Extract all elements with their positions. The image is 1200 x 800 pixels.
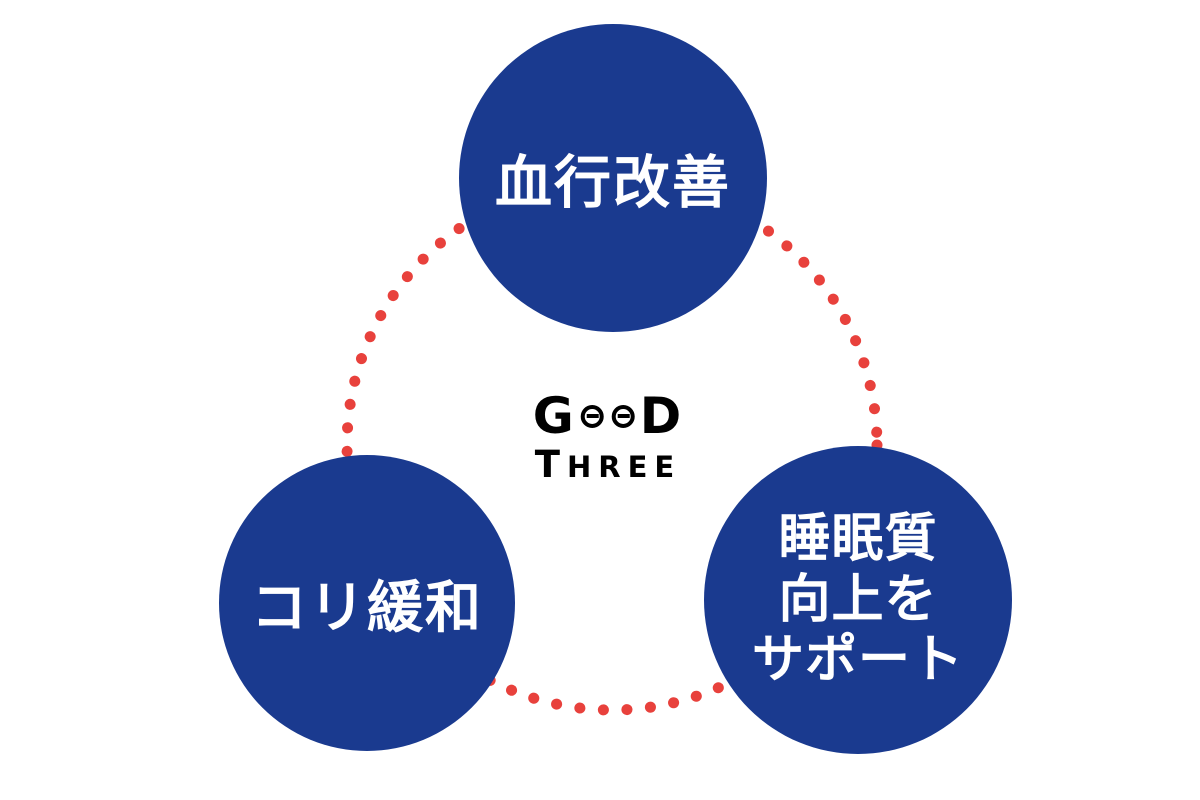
circle-label-sleep-quality: 睡眠質 向上を サポート <box>752 509 964 691</box>
logo-letter-g: G <box>532 387 576 445</box>
logo-letter-t: T <box>534 443 567 486</box>
circle-sleep-quality: 睡眠質 向上を サポート <box>704 446 1012 754</box>
circle-label-stiffness-relief: コリ緩和 <box>251 575 483 641</box>
logo-word-three: THREE <box>535 446 681 483</box>
circle-label-line: 向上を <box>778 569 938 630</box>
stylized-o-icon <box>611 404 635 428</box>
circle-stiffness-relief: コリ緩和 <box>219 455 515 751</box>
circle-blood-circulation: 血行改善 <box>459 24 767 332</box>
circle-label-line: 睡眠質 <box>778 508 938 569</box>
stylized-o-icon <box>580 404 604 428</box>
logo-word-good: G D <box>533 391 684 441</box>
logo-letter-d: D <box>639 387 684 445</box>
circle-label-blood-circulation: 血行改善 <box>495 150 731 216</box>
circle-label-line: サポート <box>751 630 964 691</box>
logo-letters-hree: HREE <box>567 450 682 484</box>
good-three-logo: G D THREE <box>533 391 684 483</box>
